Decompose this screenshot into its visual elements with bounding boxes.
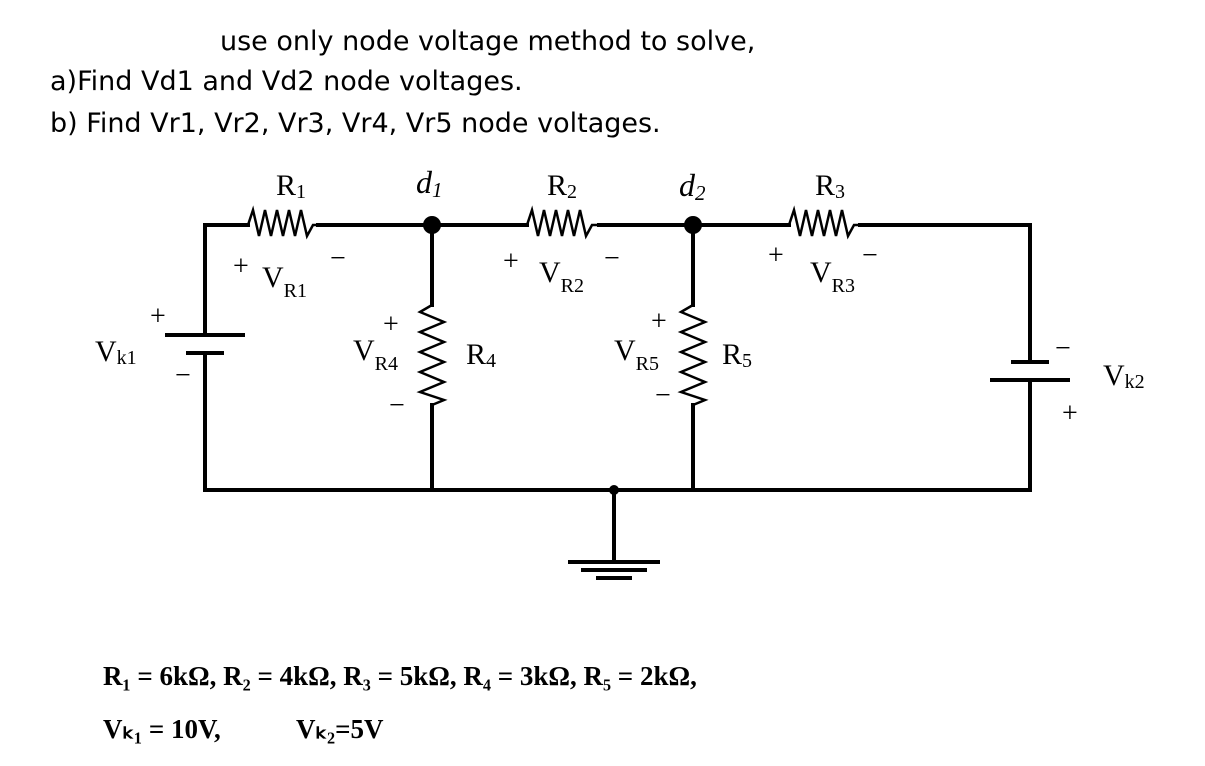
r4-plus-sign: +: [383, 309, 399, 340]
label-vr5: VR5: [614, 334, 659, 375]
label-node-d2: d2: [679, 167, 706, 205]
resistor-r3: [787, 205, 860, 240]
r3-minus-sign: −: [862, 240, 878, 271]
r4-minus-sign: −: [389, 390, 405, 421]
r2-minus-sign: −: [604, 243, 620, 274]
label-r5: R5: [722, 338, 752, 372]
resistor-r5: [677, 303, 709, 407]
question-b: b) Find Vr1, Vr2, Vr3, Vr4, Vr5 node vol…: [50, 108, 661, 139]
vk2-plus-sign: +: [1062, 398, 1078, 429]
label-vk2: Vk2: [1103, 359, 1145, 393]
label-vr2: VR2: [539, 256, 584, 297]
node-d2-dot: [684, 216, 702, 234]
label-r3: R3: [815, 169, 845, 203]
r1-minus-sign: −: [330, 243, 346, 274]
label-r1: R1: [276, 169, 306, 203]
vk1-minus-sign: −: [175, 360, 191, 391]
battery-vk2: [990, 360, 1070, 382]
vk2-minus-sign: −: [1055, 333, 1071, 364]
label-node-d1: d1: [416, 164, 443, 202]
r5-minus-sign: −: [655, 380, 671, 411]
label-vr1: VR1: [262, 261, 307, 302]
r1-plus-sign: +: [233, 251, 249, 282]
ground-junction-dot: [609, 485, 619, 495]
polarity-signs: + − + − + − + − + − + − − +: [150, 240, 1078, 429]
battery-vk1: [165, 333, 245, 355]
wires: [203, 223, 1032, 564]
resistor-r4: [416, 303, 448, 407]
label-vr3: VR3: [810, 256, 855, 297]
label-vk1: Vk1: [95, 335, 137, 369]
node-d1-dot: [423, 216, 441, 234]
label-r2: R2: [547, 169, 577, 203]
r5-plus-sign: +: [651, 306, 667, 337]
label-r4: R4: [466, 338, 496, 372]
r2-plus-sign: +: [503, 246, 519, 277]
source-vk1-value: Vₖ₁ = 10V,: [103, 714, 221, 744]
question-a: a)Find Vd1 and Vd2 node voltages.: [50, 66, 523, 97]
resistor-values: R₁ = 6kΩ, R₂ = 4kΩ, R₃ = 5kΩ, R₄ = 3kΩ, …: [103, 661, 697, 691]
instruction-line: use only node voltage method to solve,: [220, 26, 756, 57]
source-vk2-value: Vₖ₂=5V: [296, 714, 384, 744]
resistor-r1: [246, 205, 318, 240]
vk1-plus-sign: +: [150, 301, 166, 332]
ground-symbol: [568, 560, 660, 580]
resistor-r2: [525, 205, 599, 240]
r3-plus-sign: +: [768, 240, 784, 271]
label-vr4: VR4: [353, 334, 398, 375]
